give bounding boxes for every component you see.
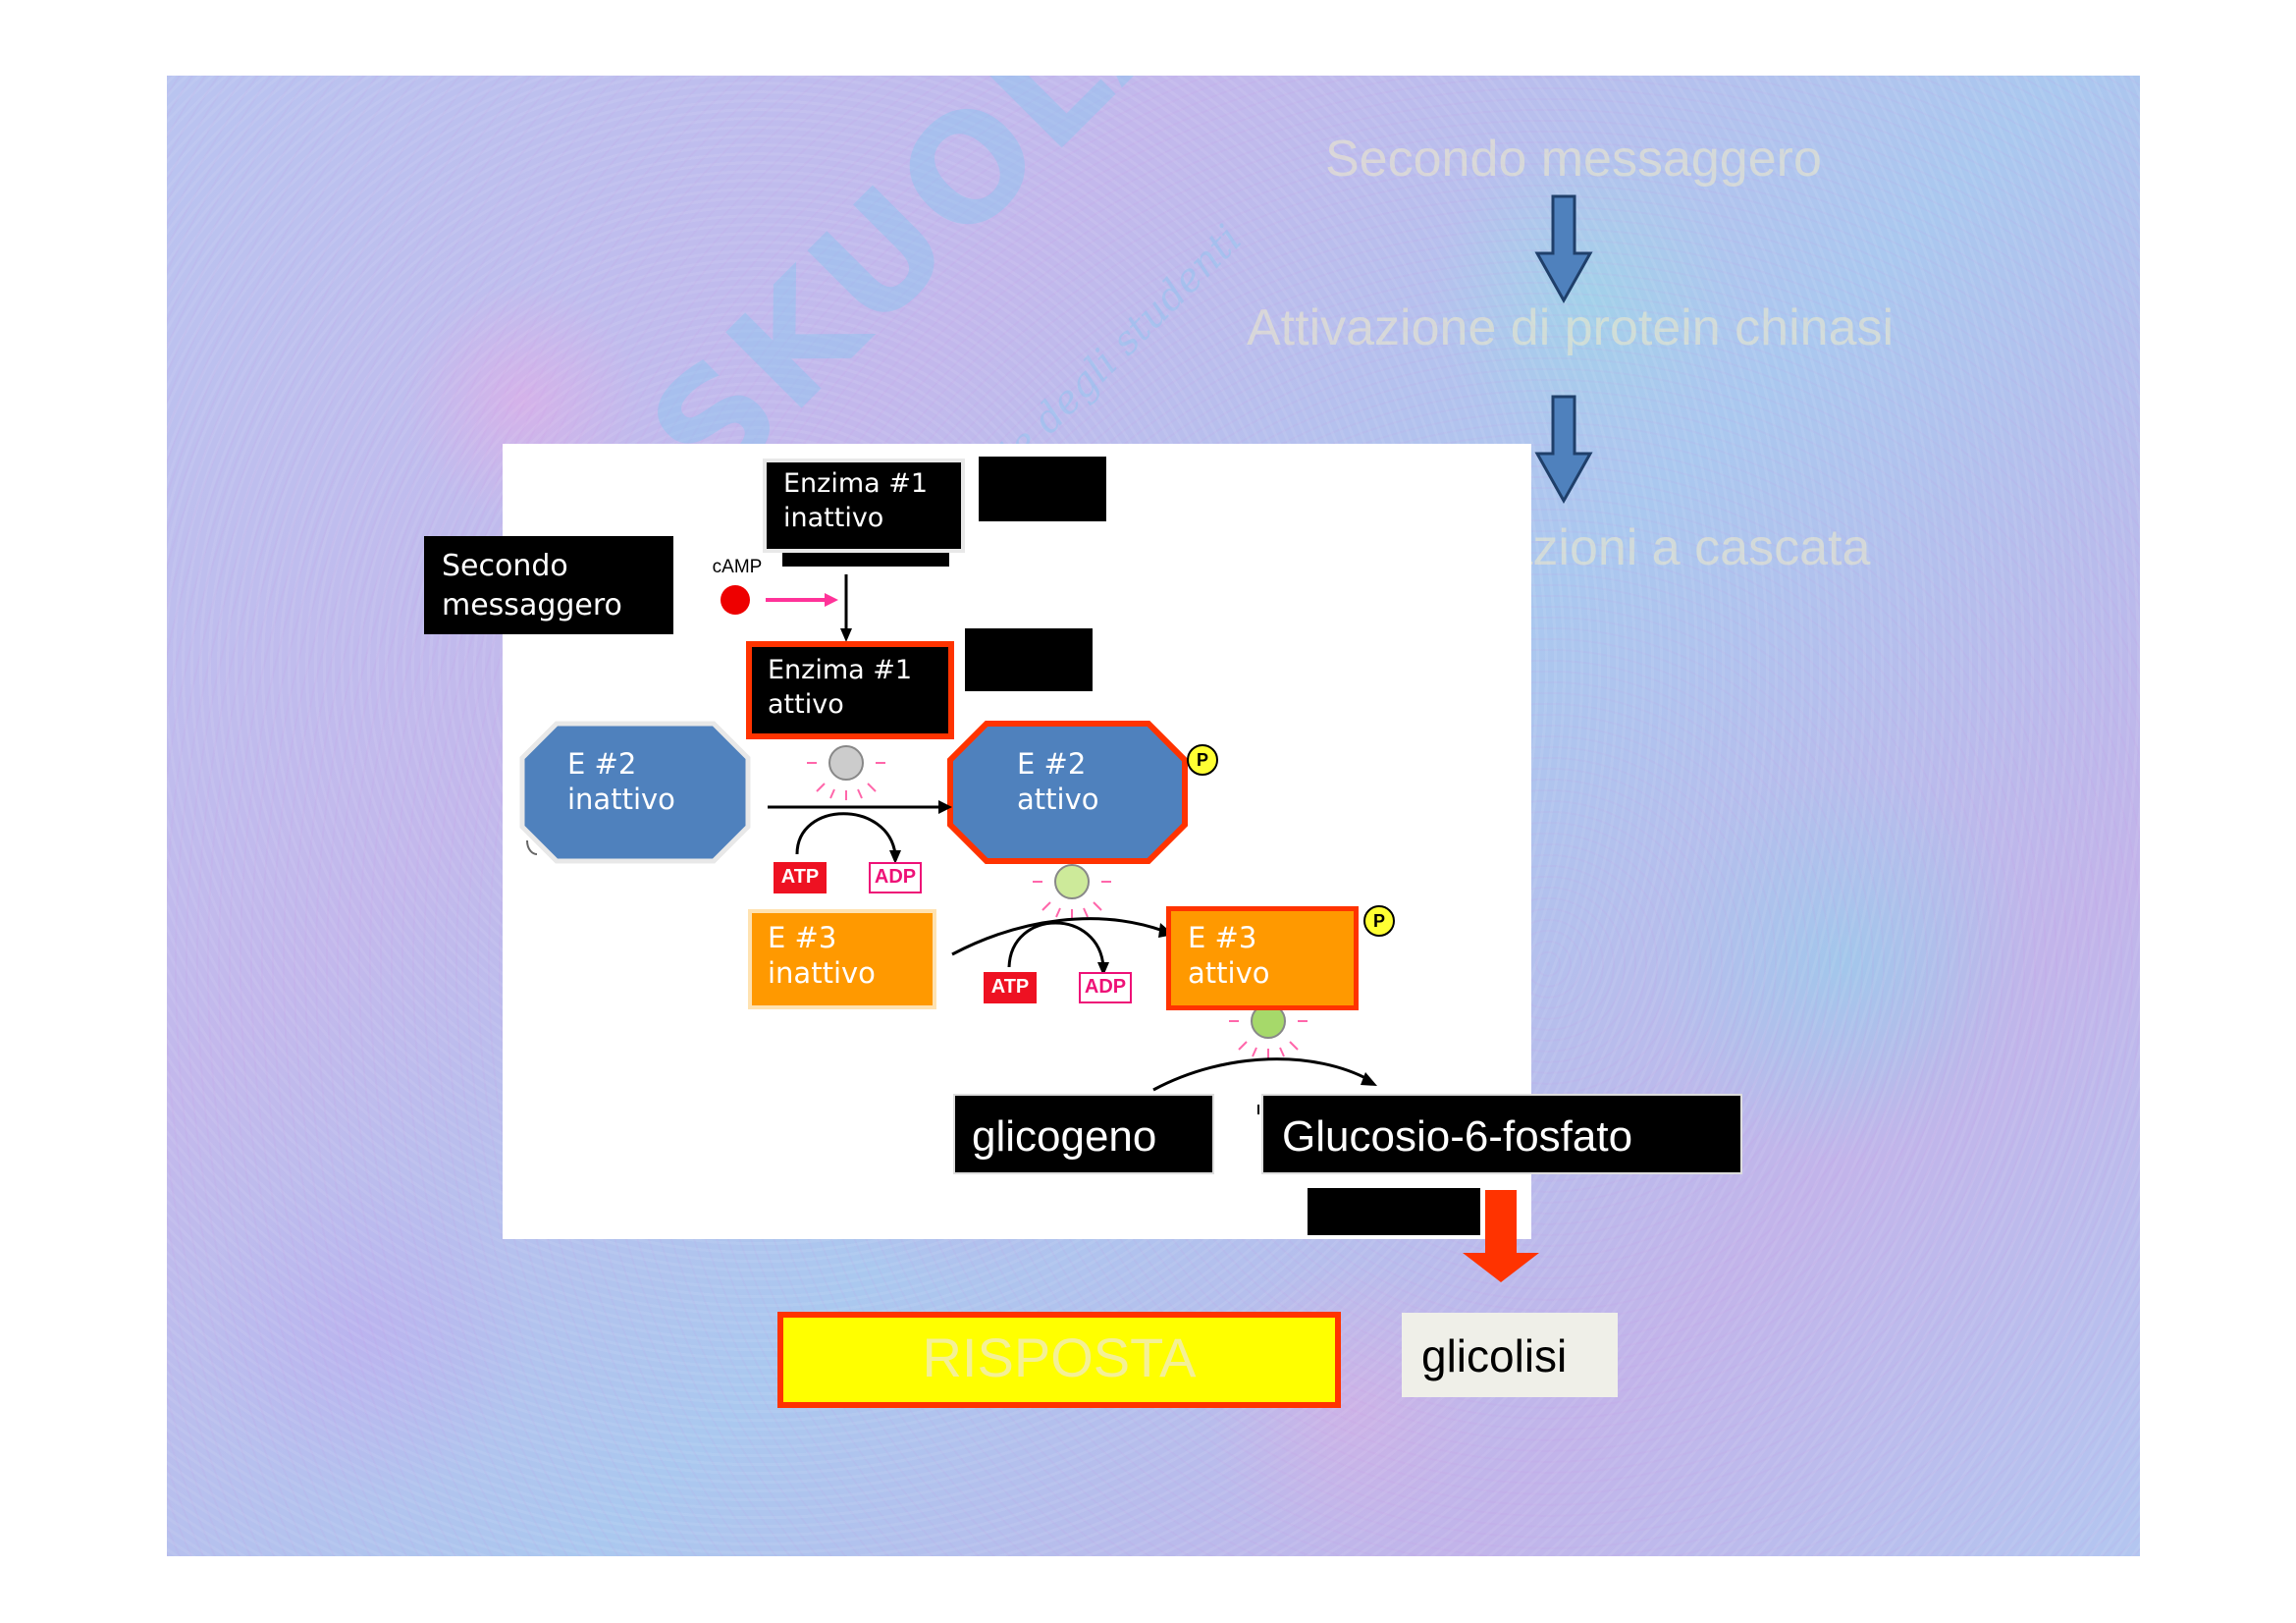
enzyme1-active-line2: attivo — [768, 689, 844, 720]
response-label: RISPOSTA — [922, 1326, 1197, 1388]
enzyme1-inactive-line1: Enzima #1 — [783, 468, 929, 499]
adp-tag-2: ADP — [1079, 972, 1132, 1003]
cascade-step-second-messenger: Secondo messaggero — [1325, 131, 1822, 188]
enzyme1-inactive-box — [763, 459, 965, 553]
e3-active-line2: attivo — [1188, 956, 1270, 990]
phosphate-label-e2: P — [1196, 750, 1208, 770]
e2-active-line1: E #2 — [1017, 747, 1087, 781]
e2-active-line2: attivo — [1017, 783, 1099, 816]
cascade-step-protein-kinase: Attivazione di protein chinasi — [1247, 299, 1895, 356]
e3-inactive-box — [748, 909, 936, 1009]
atp-tag-1: ATP — [774, 862, 827, 893]
second-messenger-line2: messaggero — [442, 588, 622, 622]
glycogen-box — [953, 1094, 1214, 1174]
enzyme1-inactive-line2: inattivo — [783, 503, 884, 533]
glucose6p-label: Glucosio-6-fosfato — [1282, 1112, 1633, 1161]
glycogen-label: glicogeno — [972, 1112, 1157, 1161]
glycolysis-label: glicolisi — [1421, 1330, 1568, 1381]
response-box — [777, 1312, 1341, 1408]
glycolysis-box — [1402, 1313, 1618, 1397]
enzyme1-active-box — [746, 641, 954, 739]
atp-tag-2: ATP — [984, 972, 1037, 1003]
e3-inactive-line2: inattivo — [768, 956, 876, 990]
glucose6p-box — [1261, 1094, 1742, 1174]
second-messenger-box — [424, 536, 673, 634]
e3-active-box — [1166, 906, 1359, 1010]
phosphate-label-e3: P — [1372, 911, 1385, 931]
enzyme1-active-line1: Enzima #1 — [768, 655, 913, 685]
e3-inactive-line1: E #3 — [768, 921, 837, 954]
second-messenger-line1: Secondo — [442, 549, 568, 583]
e3-active-line1: E #3 — [1188, 921, 1257, 954]
redaction-block — [1308, 1188, 1480, 1235]
redaction-block — [979, 457, 1106, 521]
redaction-block — [965, 628, 1093, 691]
e2-inactive-line2: inattivo — [567, 783, 675, 816]
e2-inactive-line1: E #2 — [567, 747, 637, 781]
redaction-block — [782, 553, 949, 567]
adp-tag-1: ADP — [869, 862, 922, 893]
camp-label: cAMP — [712, 557, 763, 577]
